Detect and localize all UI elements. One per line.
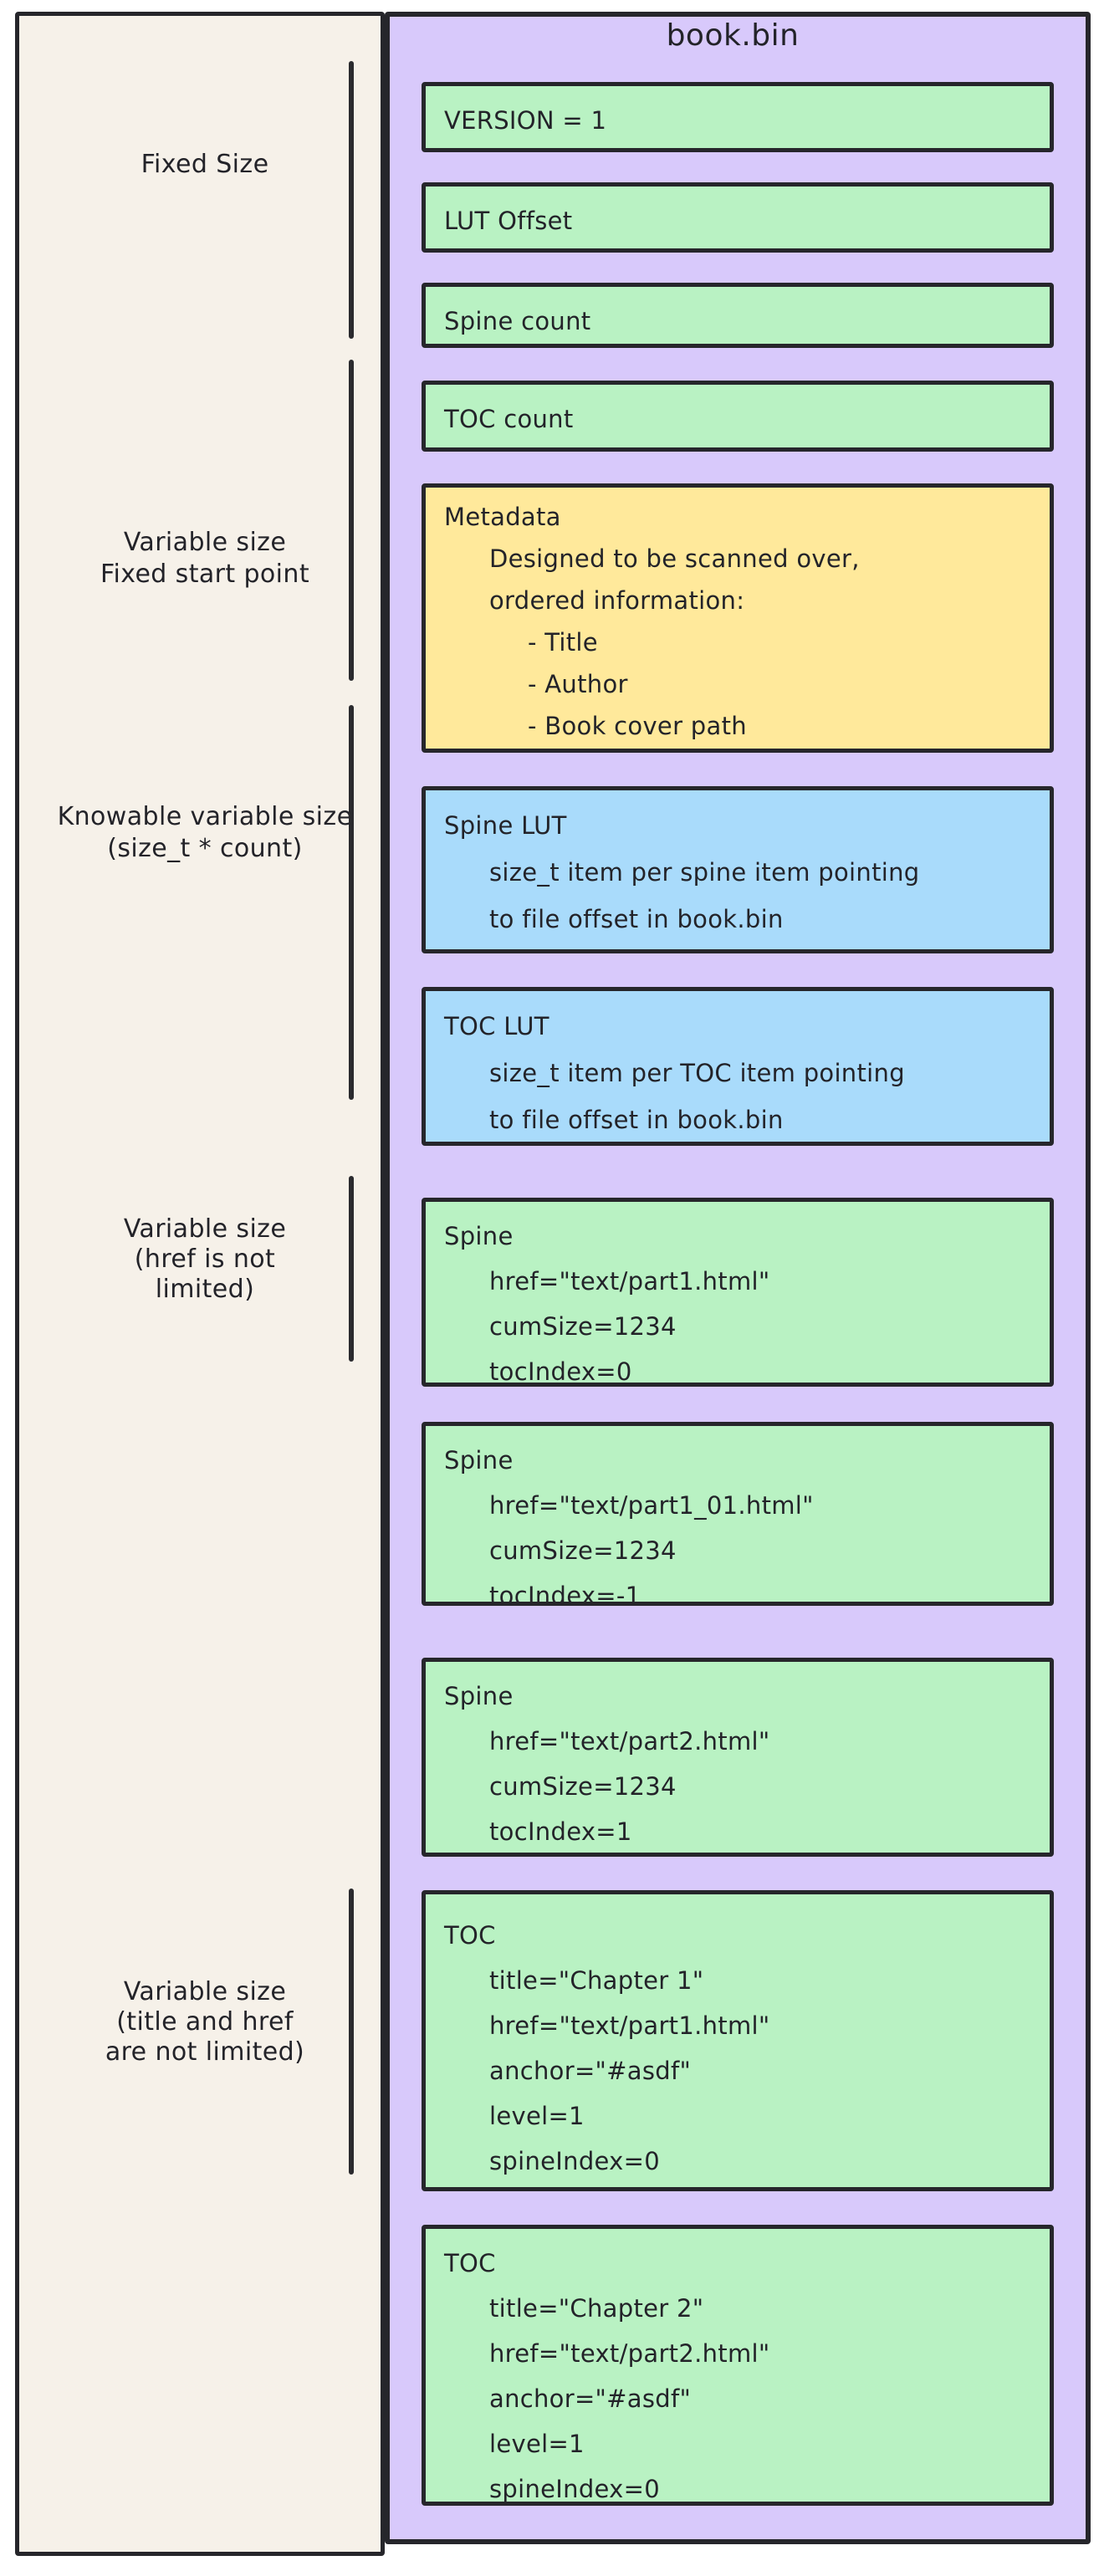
label-variable-size-fixed-start: Variable size Fixed start point [42,527,368,590]
box-spine-count: Spine count [422,283,1054,348]
box-line: VERSION = 1 [444,106,607,135]
bracket-variable-size-href [349,1176,354,1362]
box-line: href="text/part2.html" [489,2339,770,2368]
label-variable-size-title-href: Variable size (title and href are not li… [42,1977,368,2067]
box-line: level=1 [489,2430,585,2458]
label-line: Variable size [123,1977,287,2006]
box-line: title="Chapter 1" [489,1966,704,1995]
box-line: href="text/part1_01.html" [489,1491,814,1520]
label-line: (href is not [134,1245,276,1274]
box-spine-2: Spine href="text/part1_01.html" cumSize=… [422,1422,1054,1606]
box-line: TOC count [444,405,574,433]
label-line: are not limited) [105,2037,305,2067]
label-line: Knowable variable size [57,802,353,831]
box-line: LUT Offset [444,207,573,235]
box-toc-2: TOC title="Chapter 2" href="text/part2.h… [422,2225,1054,2506]
label-line: (title and href [116,2007,294,2037]
box-line: to file offset in book.bin [489,1106,784,1134]
box-line: cumSize=1234 [489,1772,677,1801]
box-line: ordered information: [489,586,745,615]
box-spine-lut: Spine LUT size_t item per spine item poi… [422,786,1054,953]
box-line: - Title [528,628,598,657]
box-line: TOC LUT [444,1012,549,1040]
bracket-variable-size-title-href [349,1889,354,2175]
label-line: (size_t * count) [107,834,303,863]
box-line: href="text/part1.html" [489,2011,770,2040]
box-line: href="text/part1.html" [489,1267,770,1296]
box-line: Spine [444,1682,514,1710]
box-line: cumSize=1234 [489,1536,677,1565]
box-line: spineIndex=0 [489,2475,660,2503]
label-knowable-variable-size: Knowable variable size (size_t * count) [42,801,368,865]
label-line: Fixed Size [141,150,269,179]
box-line: TOC [444,1921,496,1950]
label-line: Variable size [123,528,287,557]
box-line: - Author [528,670,628,698]
box-metadata: Metadata Designed to be scanned over, or… [422,483,1054,753]
box-line: tocIndex=0 [489,1357,632,1386]
box-version: VERSION = 1 [422,82,1054,152]
box-line: Spine [444,1446,514,1475]
box-line: size_t item per TOC item pointing [489,1059,905,1087]
box-toc-1: TOC title="Chapter 1" href="text/part1.h… [422,1890,1054,2191]
label-line: limited) [155,1275,255,1304]
box-spine-3: Spine href="text/part2.html" cumSize=123… [422,1658,1054,1857]
bracket-fixed-size [349,61,354,339]
label-fixed-size: Fixed Size [42,149,368,181]
box-line: spineIndex=0 [489,2147,660,2175]
box-line: Spine count [444,307,591,335]
box-line: Metadata [444,503,561,531]
box-line: - Book cover path [528,712,747,740]
box-line: level=1 [489,2102,585,2130]
box-line: Designed to be scanned over, [489,544,860,573]
bracket-variable-size-fixed-start [349,360,354,681]
box-line: Spine LUT [444,811,567,840]
box-line: anchor="#asdf" [489,2384,692,2413]
box-line: tocIndex=-1 [489,1582,641,1606]
box-toc-lut: TOC LUT size_t item per TOC item pointin… [422,987,1054,1146]
box-spine-1: Spine href="text/part1.html" cumSize=123… [422,1198,1054,1387]
box-line: tocIndex=1 [489,1817,632,1846]
box-line: href="text/part2.html" [489,1727,770,1756]
box-line: to file offset in book.bin [489,905,784,933]
bracket-knowable-variable-size [349,705,354,1100]
box-toc-count: TOC count [422,381,1054,452]
box-line: anchor="#asdf" [489,2057,692,2085]
label-line: Fixed start point [100,560,309,589]
label-line: Variable size [123,1214,287,1244]
box-lut-offset: LUT Offset [422,182,1054,253]
box-line: TOC [444,2249,496,2277]
label-variable-size-href: Variable size (href is not limited) [42,1214,368,1305]
box-line: cumSize=1234 [489,1312,677,1341]
file-title: book.bin [666,18,800,53]
box-line: title="Chapter 2" [489,2294,704,2323]
box-line: size_t item per spine item pointing [489,858,920,887]
box-line: Spine [444,1222,514,1250]
left-annotation-panel [15,12,385,2556]
